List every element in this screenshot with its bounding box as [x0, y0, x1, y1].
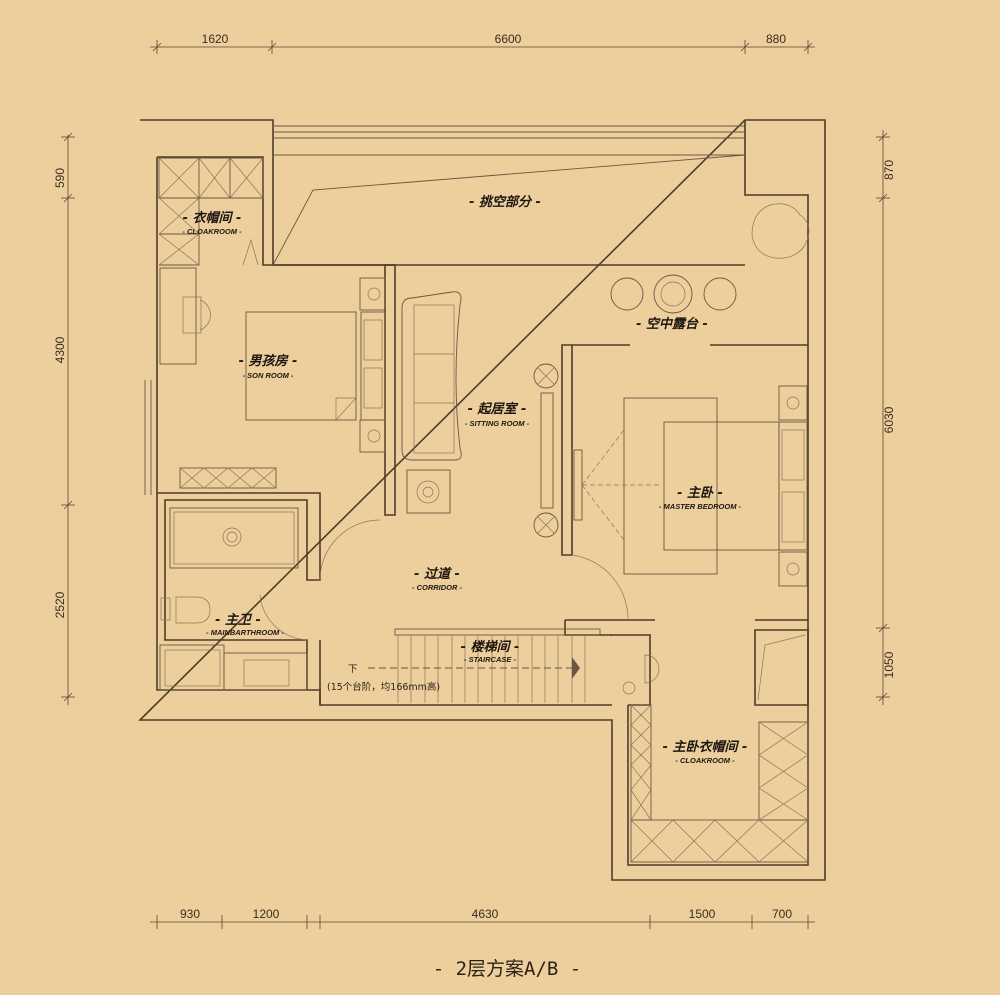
main-bathroom-label: - 主卫 - — [215, 612, 261, 628]
sitting-room-label-en: - SITTING ROOM - — [465, 419, 530, 428]
son-room-label: - 男孩房 - — [239, 353, 298, 369]
dim-right-2: 6030 — [882, 406, 896, 433]
sitting-room: - 起居室 - - SITTING ROOM - — [401, 291, 559, 538]
dim-top-1: 1620 — [202, 32, 229, 46]
dimension-bottom: 930 1200 4630 1500 700 — [150, 907, 815, 929]
walls — [138, 119, 826, 881]
master-cloakroom-label: - 主卧衣帽间 - — [663, 739, 748, 755]
dimension-right: 870 6030 1050 — [876, 130, 896, 705]
dim-top-3: 880 — [766, 32, 786, 46]
main-bathroom-label-en: - MAINBARTHROOM - — [206, 628, 284, 637]
plan-title: - 2层方案A/B - — [433, 958, 582, 980]
dim-left-1: 590 — [53, 168, 67, 188]
stair-down-label: 下 — [348, 664, 358, 675]
dim-left-3: 2520 — [53, 591, 67, 618]
master-bedroom-label-en: - MASTER BEDROOM - — [659, 502, 742, 511]
terrace-label: - 空中露台 - — [636, 316, 708, 332]
dim-bottom-1: 930 — [180, 907, 200, 921]
main-bathroom: - 主卫 - - MAINBARTHROOM - — [159, 507, 308, 691]
dim-left-2: 4300 — [53, 336, 67, 363]
staircase-label-en: - STAIRCASE - — [464, 655, 516, 664]
staircase-label: - 楼梯间 - — [461, 639, 520, 655]
corridor: - 过道 - - CORRIDOR - — [319, 519, 462, 592]
dim-bottom-4: 1500 — [689, 907, 716, 921]
terrace: - 空中露台 - — [610, 203, 810, 332]
master-bedroom-label: - 主卧 - — [677, 485, 723, 501]
master-cloakroom: - 主卧衣帽间 - - CLOAKROOM - — [622, 634, 809, 863]
dim-bottom-3: 4630 — [472, 907, 499, 921]
void-area: - 挑空部分 - — [272, 154, 746, 266]
master-bedroom: - 主卧 - - MASTER BEDROOM - — [571, 385, 808, 621]
dim-right-3: 1050 — [882, 651, 896, 678]
cloakroom-label-en: - CLOAKROOM - — [182, 227, 242, 236]
cloakroom-label: - 衣帽间 - — [183, 210, 242, 226]
dim-bottom-2: 1200 — [253, 907, 280, 921]
staircase: - 楼梯间 - - STAIRCASE - 下 (15个台阶，均166mm高) — [327, 628, 601, 703]
sitting-room-label: - 起居室 - — [468, 401, 527, 417]
dim-top-2: 6600 — [495, 32, 522, 46]
son-room-label-en: - SON ROOM - — [243, 371, 294, 380]
corridor-label-en: - CORRIDOR - — [412, 583, 462, 592]
master-cloakroom-label-en: - CLOAKROOM - — [675, 756, 735, 765]
cloakroom-wardrobes: - 衣帽间 - - CLOAKROOM - — [158, 157, 264, 266]
stair-note: (15个台阶，均166mm高) — [327, 681, 440, 693]
dimension-left: 590 4300 2520 — [53, 132, 75, 705]
void-label: - 挑空部分 - — [469, 194, 541, 210]
corridor-label: - 过道 - — [414, 566, 460, 582]
son-room: - 男孩房 - - SON ROOM - — [159, 267, 386, 489]
dim-right-1: 870 — [882, 160, 896, 180]
dimension-top: 1620 6600 880 — [150, 32, 815, 54]
dim-bottom-5: 700 — [772, 907, 792, 921]
